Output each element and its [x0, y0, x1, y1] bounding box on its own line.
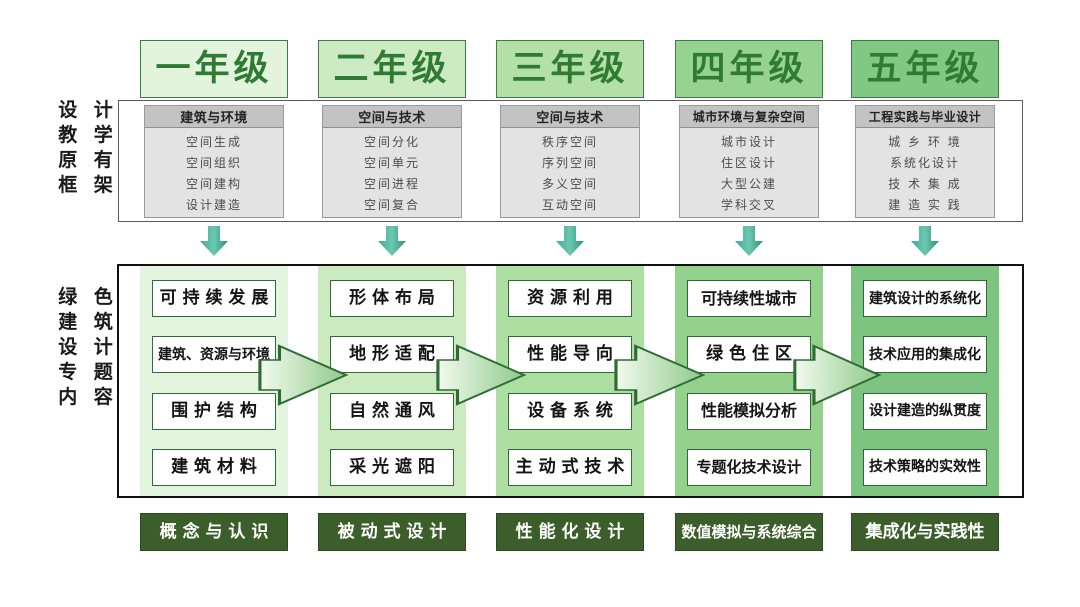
green-topics-body-1: 可 持 续 发 展建筑、资源与环境围 护 结 构建 筑 材 料: [140, 266, 288, 496]
topic-box[interactable]: 技术策略的实效性: [863, 448, 987, 486]
phase-label-5: 集成化与实践性: [851, 513, 999, 551]
row-label-green-topics: 绿 色 建 筑 设 计 专 题 内 容: [58, 286, 118, 408]
legacy-box-1: 建筑与环境空间生成空间组织空间建构设计建造: [144, 105, 284, 218]
topic-box[interactable]: 自 然 通 风: [330, 392, 454, 430]
legacy-item: 多义空间: [541, 177, 598, 191]
phase-label-3: 性 能 化 设 计: [496, 513, 644, 551]
legacy-item: 城市设计: [720, 135, 777, 149]
legacy-title-1: 建筑与环境: [145, 106, 283, 128]
legacy-item: 学科交叉: [720, 198, 777, 212]
grade-header-4: 四年级: [675, 40, 823, 98]
legacy-item: 系统化设计: [889, 156, 960, 170]
grade-column-4: 四年级城市环境与复杂空间城市设计住区设计大型公建学科交叉可持续性城市绿 色 住 …: [675, 0, 823, 607]
right-arrow-icon: [612, 340, 707, 410]
green-topics-frame: [117, 264, 1024, 498]
topic-box[interactable]: 资 源 利 用: [508, 280, 632, 317]
grade-header-1: 一年级: [140, 40, 288, 98]
down-arrow-icon: [908, 224, 942, 258]
legacy-item: 空间分化: [363, 135, 420, 149]
legacy-item: 技 术 集 成: [888, 177, 962, 191]
legacy-framework-frame: [118, 100, 1023, 222]
legacy-item: 城 乡 环 境: [888, 135, 962, 149]
topic-box[interactable]: 建 筑 材 料: [152, 448, 276, 486]
grade-column-3: 三年级空间与技术秩序空间序列空间多义空间互动空间资 源 利 用性 能 导 向设 …: [496, 0, 644, 607]
topic-box[interactable]: 建筑设计的系统化: [863, 280, 987, 317]
legacy-item: 序列空间: [541, 156, 598, 170]
topic-box[interactable]: 围 护 结 构: [152, 392, 276, 430]
legacy-item: 空间复合: [363, 198, 420, 212]
legacy-box-3: 空间与技术秩序空间序列空间多义空间互动空间: [500, 105, 640, 218]
grade-column-2: 二年级空间与技术空间分化空间单元空间进程空间复合形 体 布 局地 形 适 配自 …: [318, 0, 466, 607]
phase-label-4: 数值模拟与系统综合: [675, 513, 823, 551]
topic-box[interactable]: 可 持 续 发 展: [152, 280, 276, 317]
legacy-item: 秩序空间: [541, 135, 598, 149]
topic-box[interactable]: 建筑、资源与环境: [152, 336, 276, 374]
legacy-item: 大型公建: [720, 177, 777, 191]
legacy-item: 互动空间: [541, 198, 598, 212]
green-topics-body-3: 资 源 利 用性 能 导 向设 备 系 统主 动 式 技 术: [496, 266, 644, 496]
grade-column-1: 一年级建筑与环境空间生成空间组织空间建构设计建造可 持 续 发 展建筑、资源与环…: [140, 0, 288, 607]
topic-box[interactable]: 形 体 布 局: [330, 280, 454, 317]
legacy-item: 空间进程: [363, 177, 420, 191]
legacy-item: 空间组织: [185, 156, 242, 170]
legacy-box-5: 工程实践与毕业设计城 乡 环 境系统化设计技 术 集 成建 造 实 践: [855, 105, 995, 218]
grade-column-5: 五年级工程实践与毕业设计城 乡 环 境系统化设计技 术 集 成建 造 实 践建筑…: [851, 0, 999, 607]
grade-header-5: 五年级: [851, 40, 999, 98]
topic-box[interactable]: 性能模拟分析: [687, 392, 811, 430]
grade-header-3: 三年级: [496, 40, 644, 98]
row-label-legacy-framework: 设 计 教 学 原 有 框 架: [58, 99, 118, 196]
phase-label-1: 概 念 与 认 识: [140, 513, 288, 551]
topic-box[interactable]: 设 备 系 统: [508, 392, 632, 430]
legacy-title-2: 空间与技术: [323, 106, 461, 128]
green-topics-body-4: 可持续性城市绿 色 住 区性能模拟分析专题化技术设计: [675, 266, 823, 496]
topic-box[interactable]: 技术应用的集成化: [863, 336, 987, 374]
topic-box[interactable]: 专题化技术设计: [687, 448, 811, 486]
down-arrow-icon: [732, 224, 766, 258]
legacy-item: 住区设计: [720, 156, 777, 170]
green-topics-body-2: 形 体 布 局地 形 适 配自 然 通 风采 光 遮 阳: [318, 266, 466, 496]
right-arrow-icon: [791, 340, 883, 410]
topic-box[interactable]: 地 形 适 配: [330, 336, 454, 374]
right-arrow-icon: [256, 340, 350, 410]
topic-box[interactable]: 主 动 式 技 术: [508, 448, 632, 486]
topic-box[interactable]: 设计建造的纵贯度: [863, 392, 987, 430]
right-arrow-icon: [434, 340, 528, 410]
legacy-item: 设计建造: [185, 198, 242, 212]
phase-label-2: 被 动 式 设 计: [318, 513, 466, 551]
down-arrow-icon: [197, 224, 231, 258]
legacy-item: 空间单元: [363, 156, 420, 170]
legacy-title-4: 城市环境与复杂空间: [680, 106, 818, 128]
down-arrow-icon: [553, 224, 587, 258]
down-arrow-icon: [375, 224, 409, 258]
legacy-box-4: 城市环境与复杂空间城市设计住区设计大型公建学科交叉: [679, 105, 819, 218]
topic-box[interactable]: 性 能 导 向: [508, 336, 632, 374]
legacy-title-5: 工程实践与毕业设计: [856, 106, 994, 128]
grade-header-2: 二年级: [318, 40, 466, 98]
legacy-item: 空间生成: [185, 135, 242, 149]
green-topics-body-5: 建筑设计的系统化技术应用的集成化设计建造的纵贯度技术策略的实效性: [851, 266, 999, 496]
topic-box[interactable]: 绿 色 住 区: [687, 336, 811, 374]
legacy-title-3: 空间与技术: [501, 106, 639, 128]
legacy-item: 空间建构: [185, 177, 242, 191]
topic-box[interactable]: 可持续性城市: [687, 280, 811, 317]
legacy-item: 建 造 实 践: [888, 198, 962, 212]
legacy-box-2: 空间与技术空间分化空间单元空间进程空间复合: [322, 105, 462, 218]
topic-box[interactable]: 采 光 遮 阳: [330, 448, 454, 486]
